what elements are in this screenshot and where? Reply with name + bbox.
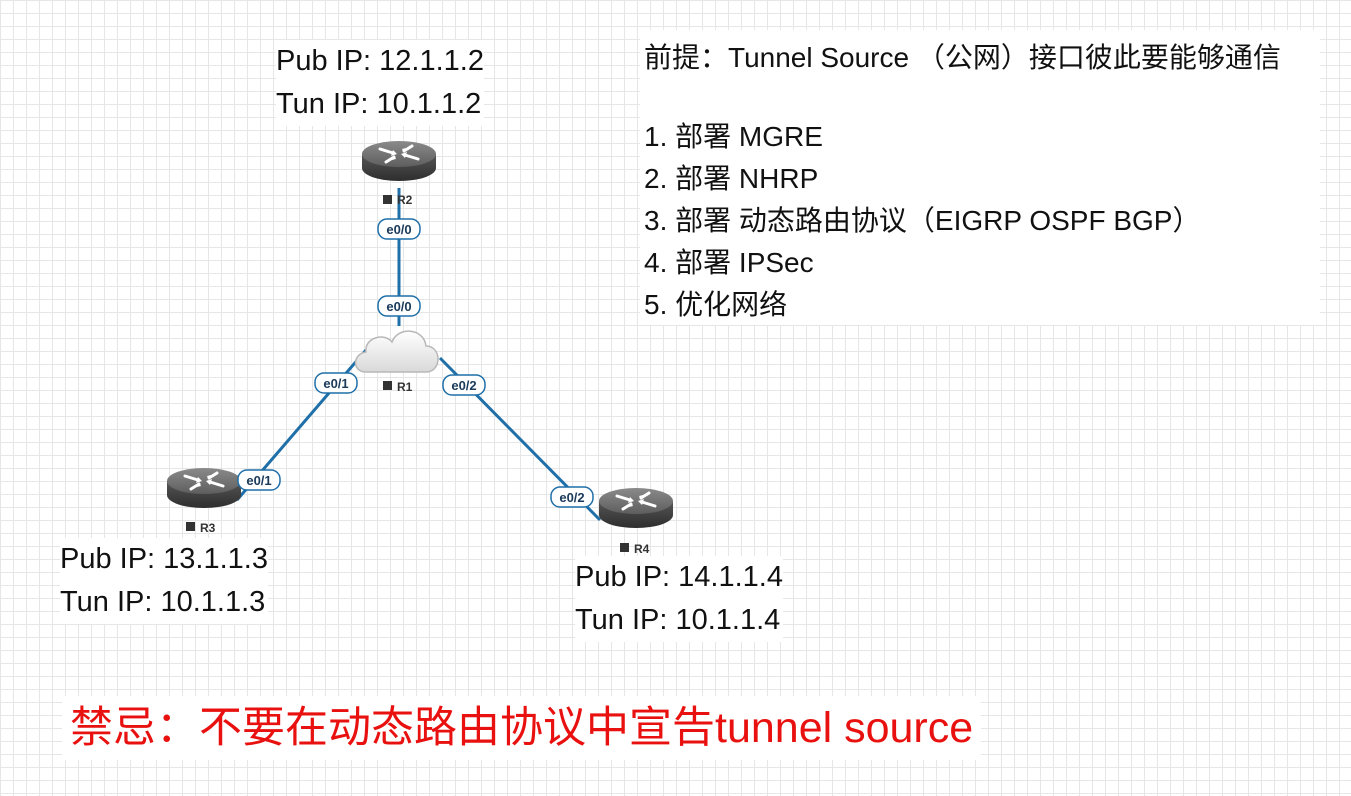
r4-tun-ip: Tun IP: 10.1.1.4: [575, 604, 781, 636]
router-r2-name: R2: [397, 193, 413, 207]
notes-step: 2. 部署 NHRP: [644, 163, 819, 194]
router-r3-name: R3: [200, 521, 216, 535]
notes-step: 3. 部署 动态路由协议（EIGRP OSPF BGP）: [644, 205, 1201, 236]
router-r4[interactable]: [597, 486, 675, 530]
svg-text:e0/0: e0/0: [386, 222, 411, 237]
r3-pub-ip: Pub IP: 13.1.1.3: [60, 543, 268, 575]
svg-text:e0/1: e0/1: [323, 376, 348, 391]
r4-pub-ip: Pub IP: 14.1.1.4: [575, 561, 783, 593]
router-r1-marker: [383, 381, 392, 390]
router-r1-name: R1: [397, 380, 413, 394]
notes-step: 1. 部署 MGRE: [644, 121, 823, 152]
interface-label-r3-e01[interactable]: e0/1: [237, 469, 281, 491]
router-r2-marker: [383, 195, 392, 204]
svg-text:e0/2: e0/2: [451, 378, 476, 393]
interface-label-r1-e01[interactable]: e0/1: [314, 372, 358, 394]
interface-label-r1-e00[interactable]: e0/0: [377, 295, 421, 317]
router-r4-name: R4: [634, 542, 650, 556]
notes-step: 4. 部署 IPSec: [644, 247, 814, 278]
interface-label-r4-e02[interactable]: e0/2: [550, 486, 594, 508]
notes-step: 5. 优化网络: [644, 289, 788, 320]
interface-label-r2-e00[interactable]: e0/0: [377, 218, 421, 240]
notes-steps: 1. 部署 MGRE 2. 部署 NHRP 3. 部署 动态路由协议（EIGRP…: [644, 116, 1200, 326]
svg-text:e0/1: e0/1: [246, 473, 271, 488]
notes-panel: 前提：Tunnel Source （公网）接口彼此要能够通信 1. 部署 MGR…: [640, 30, 1320, 325]
svg-text:e0/0: e0/0: [386, 299, 411, 314]
svg-text:e0/2: e0/2: [559, 490, 584, 505]
r3-tun-ip: Tun IP: 10.1.1.3: [60, 586, 266, 618]
r2-tun-ip: Tun IP: 10.1.1.2: [276, 88, 482, 120]
interface-label-r1-e02[interactable]: e0/2: [442, 374, 486, 396]
r2-ip-labels: Pub IP: 12.1.1.2 Tun IP: 10.1.1.2: [276, 40, 484, 126]
router-r3[interactable]: [165, 466, 243, 510]
router-r4-marker: [620, 543, 629, 552]
r4-ip-labels: Pub IP: 14.1.1.4 Tun IP: 10.1.1.4: [575, 556, 783, 642]
r3-ip-labels: Pub IP: 13.1.1.3 Tun IP: 10.1.1.3: [60, 538, 268, 624]
cloud-r1[interactable]: [354, 330, 439, 373]
router-r3-marker: [186, 522, 195, 531]
notes-premise: 前提：Tunnel Source （公网）接口彼此要能够通信: [644, 42, 1281, 73]
router-r2[interactable]: [360, 139, 438, 183]
warning-text: 禁忌：不要在动态路由协议中宣告tunnel source: [62, 696, 982, 760]
r2-pub-ip: Pub IP: 12.1.1.2: [276, 45, 484, 77]
